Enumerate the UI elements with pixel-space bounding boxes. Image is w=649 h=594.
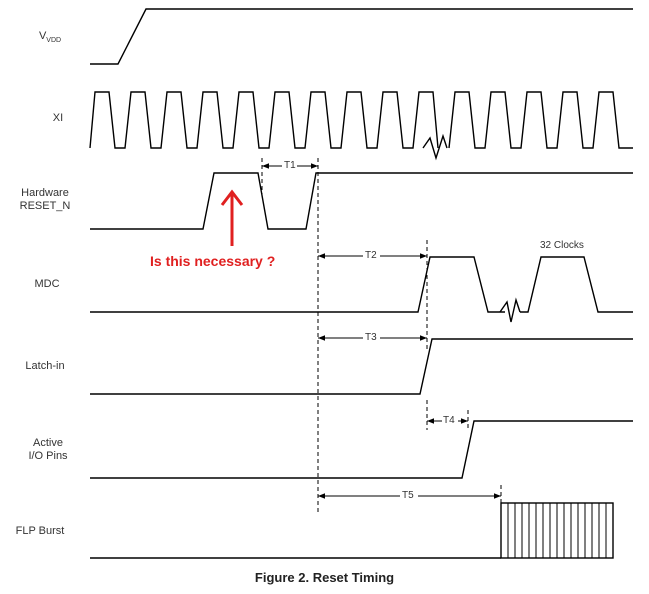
reset-label: Hardware RESET_N <box>19 187 71 212</box>
t3-label: T3 <box>365 332 377 343</box>
mdc-waveform <box>90 256 505 313</box>
mdc-break <box>499 297 521 323</box>
figure-caption: Figure 2. Reset Timing <box>254 570 395 585</box>
active-waveform <box>90 420 633 479</box>
question-annotation: Is this necessary ? <box>150 253 276 269</box>
xi-break <box>422 133 448 161</box>
flp-label: FLP Burst <box>15 525 65 537</box>
xi-label: XI <box>52 112 64 124</box>
flp-pulses <box>507 503 607 558</box>
t2-label: T2 <box>365 250 377 261</box>
question-arrow <box>220 189 244 246</box>
latch-waveform <box>90 338 633 395</box>
t4-label: T4 <box>443 415 455 426</box>
t1-label: T1 <box>284 160 296 171</box>
mdc-clocks-label: 32 Clocks <box>540 240 584 251</box>
latch-label: Latch-in <box>25 360 65 372</box>
xi-waveform-cont <box>448 91 633 149</box>
reset-waveform <box>90 172 633 230</box>
xi-waveform <box>89 91 439 149</box>
active-io-label: Active I/O Pins <box>28 437 68 462</box>
vdd-label: VVDD <box>38 30 62 45</box>
mdc-label: MDC <box>34 278 60 290</box>
vdd-waveform <box>90 8 633 65</box>
mdc-waveform-cont <box>520 256 633 313</box>
t5-label: T5 <box>402 490 414 501</box>
